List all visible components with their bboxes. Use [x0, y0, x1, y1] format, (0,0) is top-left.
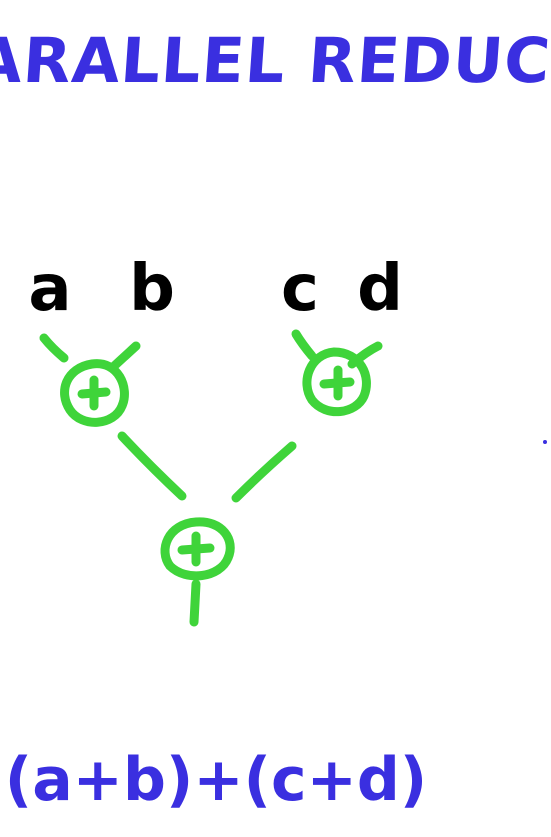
add-node-ab — [60, 359, 129, 427]
reduction-tree — [39, 329, 383, 627]
input-d: d — [357, 252, 403, 326]
edge-b-to-add-ab — [107, 341, 141, 373]
edge-add-cd-to-root — [231, 441, 297, 503]
output-edge — [189, 579, 201, 627]
input-a: a — [28, 252, 71, 326]
add-node-cd — [302, 347, 371, 417]
edge-c-to-add-cd — [291, 329, 317, 361]
input-b: b — [129, 252, 175, 326]
edge-add-ab-to-root — [117, 431, 187, 501]
edge-a-to-add-ab — [39, 333, 69, 363]
diagram-title: PARALLEL REDUCE — [0, 24, 551, 97]
stray-dot — [543, 440, 547, 444]
input-c: c — [281, 252, 319, 326]
result-expression: (a+b)+(c+d) — [5, 745, 427, 815]
add-node-root — [160, 517, 235, 581]
